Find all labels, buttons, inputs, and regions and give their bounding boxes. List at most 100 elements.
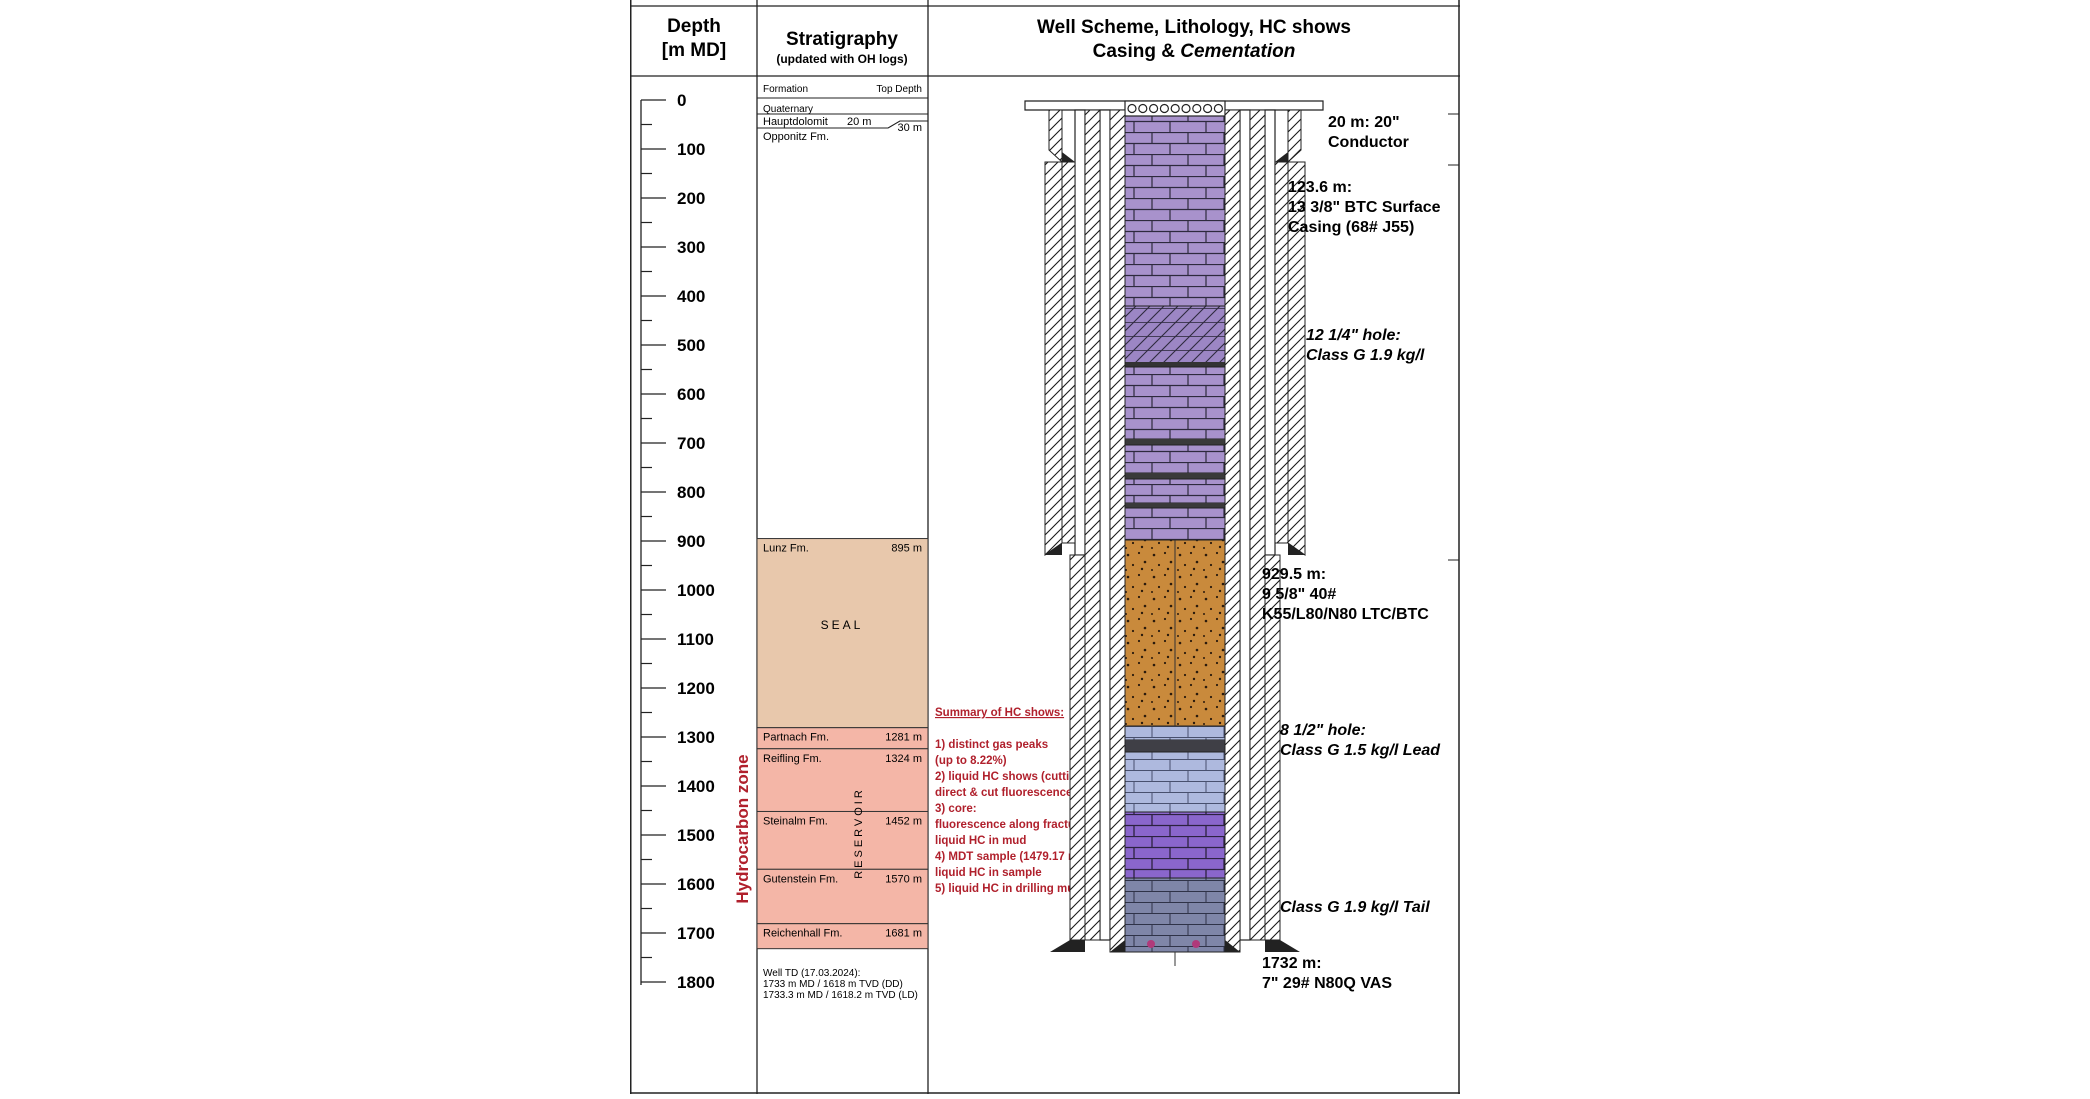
stratigraphy-column: Formation Top Depth Quaternary Hauptdolo… — [733, 84, 929, 1001]
formation-name: Steinalm Fm. — [763, 815, 828, 827]
formation-interval — [756, 868, 929, 925]
production-label-2: 7" 29# N80Q VAS — [1262, 975, 1392, 992]
lithology-dolomite-low3 — [1124, 507, 1226, 541]
hc-shows-line: liquid HC in sample — [935, 867, 1042, 879]
cap-circle — [1170, 103, 1180, 114]
conductor-label-2: Conductor — [1328, 134, 1409, 151]
depth-tick-label: 1500 — [677, 826, 715, 845]
strat-header-subtitle: (updated with OH logs) — [776, 52, 907, 66]
lithology-shale-band-5 — [1125, 740, 1225, 752]
depth-tick-label: 800 — [677, 483, 705, 502]
wellhead-cap-circles — [1127, 103, 1224, 114]
td-line-3: 1733.3 m MD / 1618.2 m TVD (LD) — [763, 990, 918, 1001]
hole-8-label-1: 8 1/2" hole: — [1280, 722, 1366, 739]
lithology-shale-band-3 — [1125, 473, 1225, 479]
lithology-dolomite-low1 — [1124, 444, 1226, 474]
tail-label: Class G 1.9 kg/l Tail — [1280, 899, 1430, 916]
formation-top-depth: 1452 m — [885, 815, 922, 827]
production-shoe-right — [1225, 940, 1240, 952]
intermediate-shoe-left — [1050, 940, 1085, 952]
depth-tick-label: 1000 — [677, 581, 715, 600]
tail-marker-1 — [1147, 940, 1155, 948]
surface-annulus-right — [1274, 161, 1289, 544]
intermediate-label-2: 9 5/8" 40# — [1262, 586, 1336, 603]
surface-label-1: 123.6 m: — [1288, 179, 1352, 196]
hc-shows-summary: Summary of HC shows:1) distinct gas peak… — [935, 707, 1097, 895]
cap-circle — [1181, 103, 1191, 114]
td-line-2: 1733 m MD / 1618 m TVD (DD) — [763, 979, 903, 990]
lithology-hatched-interval — [1124, 305, 1226, 365]
production-casing-right-wall — [1224, 109, 1241, 953]
depth-tick-label: 600 — [677, 385, 705, 404]
td-line-1: Well TD (17.03.2024): — [763, 968, 860, 979]
formation-name: Lunz Fm. — [763, 543, 809, 555]
production-casing-left-wall — [1109, 109, 1126, 953]
formation-top-depth: 895 m — [891, 543, 922, 555]
formation-interval — [756, 538, 929, 729]
hole-12-label-1: 12 1/4" hole: — [1306, 327, 1401, 344]
well-header-cementation: Cementation — [1180, 41, 1295, 62]
cap-circle — [1127, 103, 1137, 114]
hc-zone-label: Hydrocarbon zone — [733, 754, 752, 903]
intermediate-casing-right-wall — [1239, 109, 1251, 941]
cap-circle — [1192, 103, 1202, 114]
intermediate-label-3: K55/L80/N80 LTC/BTC — [1262, 606, 1429, 623]
depth-tick-label: 0 — [677, 91, 686, 110]
intermediate-shoe-right — [1265, 940, 1300, 952]
hole-12-label-2: Class G 1.9 kg/l — [1306, 347, 1425, 364]
depth-tick-label: 1100 — [677, 630, 714, 649]
lithology-dolomite-upper — [1124, 115, 1226, 307]
depth-tick-label: 700 — [677, 434, 705, 453]
formation-top-depth: 1681 m — [885, 928, 922, 940]
depth-tick-label: 500 — [677, 336, 705, 355]
hc-shows-line: fluorescence along fractures — [935, 819, 1092, 831]
conductor-left-cement — [1048, 109, 1063, 164]
well-header-line2: Casing & Cementation — [1093, 41, 1296, 62]
production-shoe-left — [1110, 940, 1125, 952]
depth-tick-label: 1600 — [677, 875, 715, 894]
depth-tick-label: 900 — [677, 532, 705, 551]
strat-hauptdolomit-name: Hauptdolomit — [763, 116, 828, 128]
surface-casing-right-wall — [1264, 109, 1276, 556]
lithology-slate-tail — [1124, 877, 1226, 953]
strat-header-title: Stratigraphy — [786, 29, 898, 50]
formation-interval — [756, 748, 929, 812]
lithology-dolomite-low2 — [1124, 478, 1226, 504]
cap-circle — [1138, 103, 1148, 114]
hc-shows-line: 4) MDT sample (1479.17 m): — [935, 851, 1086, 863]
annulus-right-inner — [1249, 109, 1266, 941]
formation-name: Partnach Fm. — [763, 732, 829, 744]
lithology-deep-purple — [1124, 811, 1226, 879]
surface-label-2: 13 3/8" BTC Surface — [1288, 199, 1441, 216]
formation-top-depth: 1281 m — [885, 732, 922, 744]
lithology-limestone-reifling — [1124, 751, 1226, 813]
cap-circle — [1213, 103, 1224, 114]
hc-shows-line: (up to 8.22%) — [935, 755, 1007, 767]
hc-shows-line: 5) liquid HC in drilling mud — [935, 883, 1081, 895]
depth-tick-label: 1700 — [677, 924, 715, 943]
formation-top-depth: 1570 m — [885, 873, 922, 885]
hc-shows-line: direct & cut fluorescence — [935, 787, 1072, 799]
lithology-shale-band-1 — [1125, 362, 1225, 367]
well-header-casing: Casing & — [1093, 41, 1181, 62]
formation-interval — [756, 923, 929, 950]
seal-label: SEAL — [821, 618, 864, 632]
conductor-right-shoe — [1275, 152, 1288, 162]
production-label-1: 1732 m: — [1262, 955, 1322, 972]
strat-quaternary-name: Quaternary — [763, 104, 813, 115]
formation-name: Reichenhall Fm. — [763, 928, 842, 940]
well-scheme — [1024, 100, 1459, 966]
annulus-left-inner — [1084, 109, 1101, 941]
depth-header-line2: [m MD] — [662, 40, 726, 61]
casing-labels: 20 m: 20" Conductor 123.6 m: 13 3/8" BTC… — [1262, 114, 1441, 992]
hc-shows-title: Summary of HC shows: — [935, 707, 1064, 719]
depth-axis: 0100200300400500600700800900100011001200… — [640, 91, 715, 992]
cap-circle — [1202, 103, 1213, 114]
depth-tick-label: 1400 — [677, 777, 715, 796]
cap-circle — [1148, 103, 1159, 114]
surface-label-3: Casing (68# J55) — [1288, 219, 1414, 236]
surface-casing-left-wall — [1074, 109, 1086, 556]
depth-tick-label: 300 — [677, 238, 705, 257]
strat-opponitz-depth: 30 m — [898, 122, 922, 134]
